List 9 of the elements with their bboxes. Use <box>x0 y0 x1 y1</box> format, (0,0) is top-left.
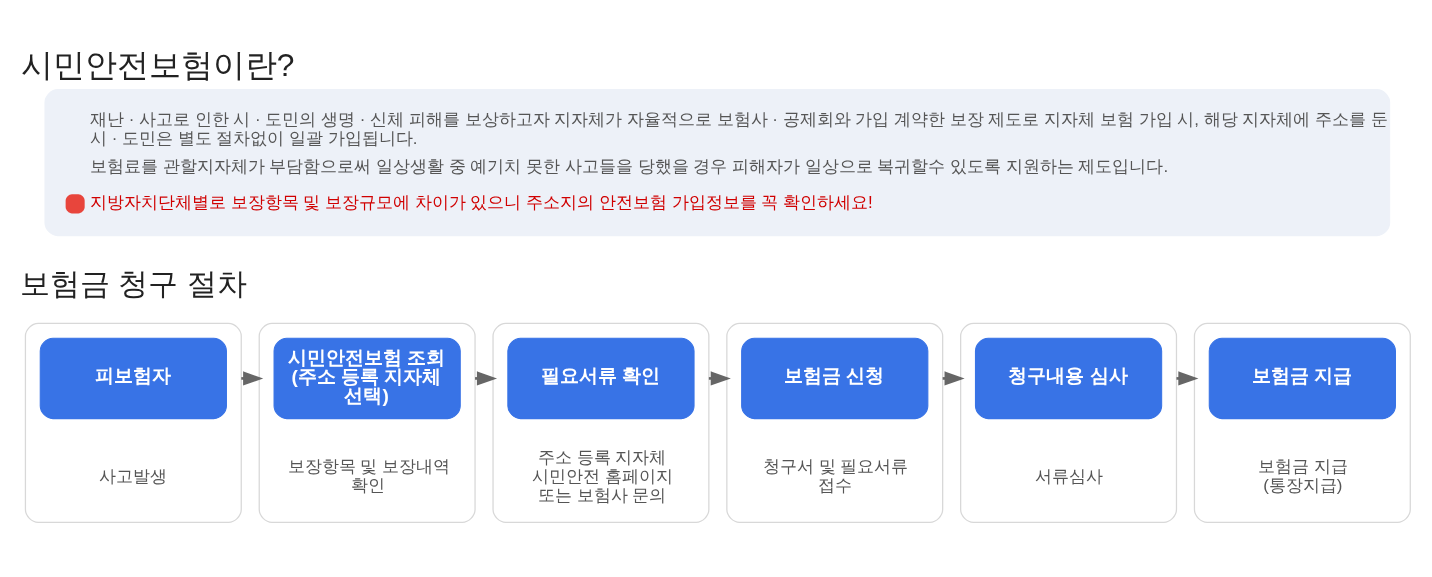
node-box: 시민안전보험 조회 (주소 등록 지자체 선택) <box>273 337 461 420</box>
node-box: 필요서류 확인 <box>507 337 695 420</box>
node-box: 보험금 신청 <box>741 337 929 420</box>
node-box: 피보험자 <box>39 337 227 420</box>
node-box: 보험금 지급 <box>1208 337 1396 420</box>
diagram-title: 시민안전보험이란? <box>20 46 295 83</box>
node-box: 재난 · 사고로 인한 시 · 도민의 생명 · 신체 피해를 보상하고자 지자체가 자율적으로 보험사 · 공제회와 가입 계약한 보장 제도로 지자체 보험 가입 시, 해당 지자체에 주소를 둔 시 · 도민은 별도 절차없이 일괄 가입됩니다. 보험료를 관할지자체가 부담함으로써 일상생활 중 예기치 못한 사고들을 당했을 경우 피해자가 일상으로 복귀할수 있도록 지원하는 제도입니다. 지방자치단체별로 보장항목 및 보장규모에 차이가 있으니 주소지의 안전보험 가입정보를 꼭 확인하세요! <box>44 89 1391 237</box>
node-box: 청구내용 심사 <box>974 337 1163 420</box>
label: 보험금 청구 절차 <box>20 267 247 301</box>
